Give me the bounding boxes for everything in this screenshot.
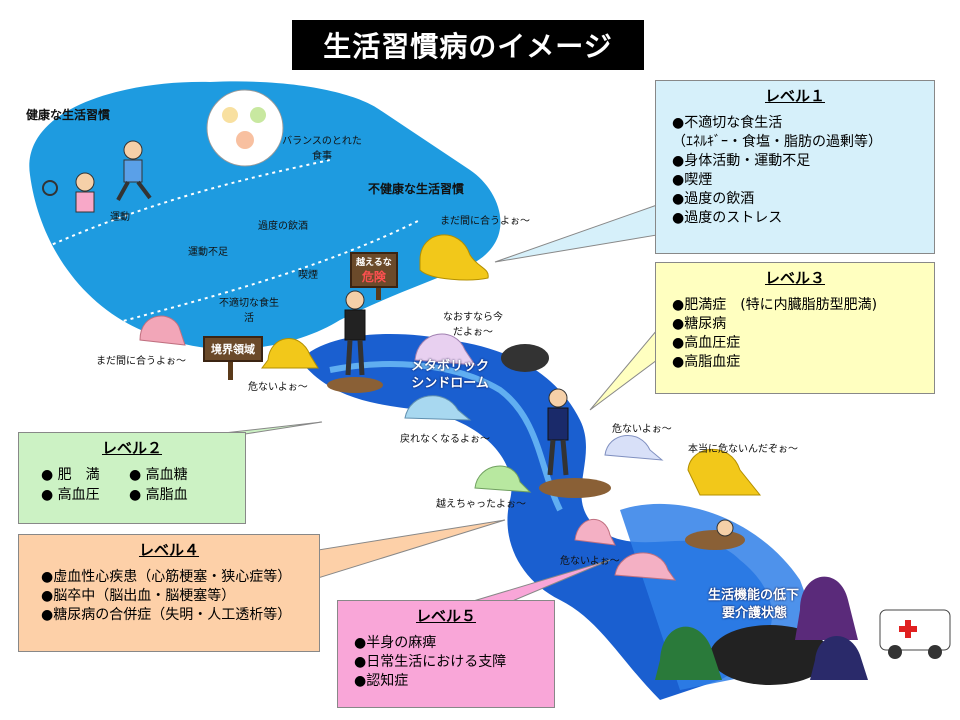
- level-2-list: ● 肥 満 ● 高血糖 ● 高血圧 ● 高脂血: [19, 466, 245, 505]
- border-sign: 境界領域: [203, 336, 263, 362]
- level-5-callout: レベル５ ●半身の麻痺 ●日常生活における支障 ●認知症: [337, 600, 555, 708]
- level-1-callout: レベル１ ●不適切な食生活 （ｴﾈﾙｷﾞｰ・食塩・脂肪の過剰等） ●身体活動・運…: [655, 80, 935, 254]
- level-3-heading: レベル３: [764, 269, 825, 287]
- person-runner: [116, 140, 152, 201]
- level-4-list: ●虚血性心疾患（心筋梗塞・狭心症等） ●脳卒中（脳出血・脳梗塞等） ●糖尿病の合…: [19, 568, 319, 625]
- danger-sign: 越えるな 危険: [350, 252, 398, 288]
- blob-creature-lilac: [604, 434, 664, 461]
- divider-line-1: [39, 159, 331, 251]
- danger-sign-main: 危険: [361, 270, 386, 284]
- list-item: ●過度のストレス: [672, 210, 783, 226]
- page-title: 生活習慣病のイメージ: [292, 20, 644, 70]
- smoking-label: 喫煙: [298, 270, 318, 281]
- level-3-list: ●肥満症 (特に内臓脂肪型肥満) ●糖尿病 ●高血圧症 ●高脂血症: [656, 296, 934, 372]
- level-1-list: ●不適切な食生活 （ｴﾈﾙｷﾞｰ・食塩・脂肪の過剰等） ●身体活動・運動不足 ●…: [656, 114, 934, 228]
- blob-creature-yellow: [687, 448, 762, 496]
- healthy-label: 健康な生活習慣: [26, 108, 111, 122]
- blob-creature-pink: [574, 518, 616, 546]
- list-item: （ｴﾈﾙｷﾞｰ・食塩・脂肪の過剰等）: [672, 134, 882, 150]
- level-4-callout: レベル４ ●虚血性心疾患（心筋梗塞・狭心症等） ●脳卒中（脳出血・脳梗塞等） ●…: [18, 534, 320, 652]
- speech-bubble: 危ないよぉ～: [612, 424, 672, 435]
- balanced-meal-label: バランスのとれた食事: [282, 136, 362, 162]
- blob-creature-yellow: [261, 338, 319, 369]
- speech-bubble: 戻れなくなるよぉ～: [400, 434, 490, 445]
- care-label: 要介護状態: [722, 606, 788, 621]
- rock: [501, 344, 549, 372]
- list-item: ● 高脂血: [129, 487, 188, 503]
- list-item: ●糖尿病の合併症（失明・人工透析等）: [41, 607, 292, 623]
- list-item: ●脳卒中（脳出血・脳梗塞等）: [41, 588, 236, 604]
- list-item: ●不適切な食生活: [672, 115, 783, 131]
- food-plate: [206, 89, 284, 167]
- speech-bubble: まだ間に合うよぉ～: [440, 216, 530, 227]
- list-item: ●身体活動・運動不足: [672, 153, 811, 169]
- excess-drinking-label: 過度の飲酒: [258, 221, 308, 232]
- loss-label: 生活機能の低下: [708, 588, 800, 603]
- list-item: ●過度の飲酒: [672, 191, 755, 207]
- exercise-label: 運動: [110, 212, 130, 223]
- list-item: ●肥満症 (特に内臓脂肪型肥満): [672, 297, 878, 313]
- speech-bubble: 危ないよぉ～: [560, 556, 620, 567]
- level-5-list: ●半身の麻痺 ●日常生活における支障 ●認知症: [338, 634, 554, 691]
- speech-bubble: 越えちゃったよぉ～: [436, 499, 526, 510]
- speech-bubble: なおすなら今だよぉ～: [443, 312, 503, 338]
- list-item: ●高血圧症: [672, 335, 741, 351]
- river-highlight: [329, 361, 563, 512]
- blob-creature-blue: [404, 395, 472, 421]
- level-4-heading: レベル４: [138, 541, 199, 559]
- improper-diet-label: 不適切な食生活: [219, 298, 279, 324]
- list-item: ●高脂血症: [672, 354, 741, 370]
- ambulance: [879, 609, 951, 659]
- person-businessman: [539, 388, 611, 498]
- person-falling: [685, 519, 745, 550]
- list-item: ●半身の麻痺: [354, 635, 437, 651]
- blob-creature-green: [474, 465, 532, 493]
- level-5-heading: レベル５: [415, 607, 476, 625]
- danger-sign-top: 越えるな: [356, 258, 392, 268]
- lack-exercise-label: 運動不足: [188, 247, 228, 258]
- list-item: ●喫煙: [672, 172, 713, 188]
- unhealthy-label: 不健康な生活習慣: [368, 182, 465, 196]
- divider-line-2: [89, 219, 421, 331]
- blob-creature-lilac: [414, 333, 476, 366]
- speech-bubble: まだ間に合うよぉ～: [96, 356, 186, 367]
- lv3-pointer: [589, 328, 658, 411]
- speech-bubble: 本当に危ないんだぞぉ～: [688, 444, 798, 455]
- list-item: ●日常生活における支障: [354, 654, 507, 670]
- blob-creature-pink: [139, 315, 186, 346]
- level-2-heading: レベル２: [101, 439, 162, 457]
- blob-creature-pink: [614, 552, 677, 581]
- list-item: ●認知症: [354, 673, 409, 689]
- blob-creature-purple: [795, 576, 858, 640]
- list-item: ● 高血圧: [41, 487, 100, 503]
- metabolic-label: メタボリックシンドローム: [410, 359, 489, 391]
- list-item: ● 肥 満: [41, 467, 100, 483]
- blob-creature-green-dark: [655, 626, 722, 680]
- list-item: ●糖尿病: [672, 316, 727, 332]
- level-2-callout: レベル２ ● 肥 満 ● 高血糖 ● 高血圧 ● 高脂血: [18, 432, 246, 524]
- blob-creature-yellow: [419, 234, 489, 281]
- level-3-callout: レベル３ ●肥満症 (特に内臓脂肪型肥満) ●糖尿病 ●高血圧症 ●高脂血症: [655, 262, 935, 394]
- level-1-heading: レベル１: [764, 87, 825, 105]
- blob-creature-navy: [810, 636, 868, 680]
- list-item: ●虚血性心疾患（心筋梗塞・狭心症等）: [41, 569, 292, 585]
- sign-post: [228, 352, 233, 380]
- speech-bubble: 危ないよぉ～: [248, 382, 308, 393]
- person-businessman: [327, 290, 383, 393]
- list-item: ● 高血糖: [129, 467, 188, 483]
- lv4-pointer: [317, 519, 506, 579]
- person-tennis-girl: [42, 172, 95, 213]
